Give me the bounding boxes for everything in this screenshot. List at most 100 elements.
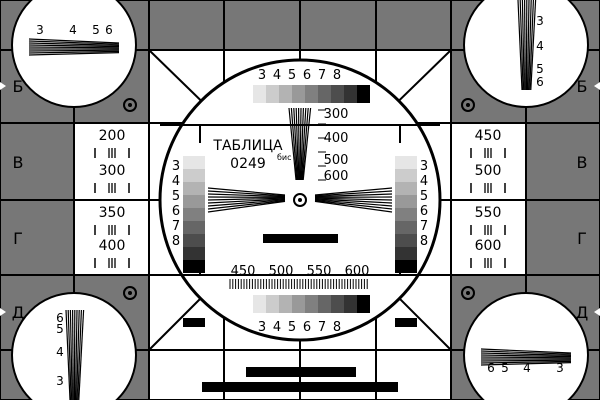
grey-scale-bottom [279, 295, 292, 313]
corner-label-tr: 4 [536, 39, 544, 53]
corner-wedge-line [480, 362, 572, 366]
resolution-label-bottom: 600 [345, 264, 370, 279]
resolution-label-right: 550 [475, 205, 502, 221]
grey-scale-number-right: 8 [420, 234, 428, 249]
corner-wedge-line [521, 0, 525, 91]
grey-scale-number-right: 3 [420, 159, 428, 174]
grey-scale-bottom [292, 295, 305, 313]
corner-wedge-line [530, 0, 537, 91]
corner-wedge-line [28, 49, 120, 52]
grey-scale-number-top: 4 [273, 68, 281, 83]
corner-label-br: 6 [487, 361, 495, 375]
resolution-label-left: 350 [99, 205, 126, 221]
grey-scale-left [183, 156, 205, 169]
chart-title: ТАБЛИЦА [212, 138, 283, 154]
wedge-line-vertical [288, 107, 297, 181]
black-rect-left [183, 318, 205, 327]
corner-wedge-line [77, 309, 82, 400]
corner-wedge-line [72, 309, 74, 400]
grey-scale-top [292, 85, 305, 103]
resolution-label-left: 400 [99, 238, 126, 254]
grey-scale-right [395, 143, 417, 156]
grey-scale-number-bottom: 3 [258, 320, 266, 335]
resolution-label-bottom: 550 [307, 264, 332, 279]
corner-wedge-line [480, 352, 572, 356]
corner-wedge-line [480, 356, 572, 359]
corner-wedge-line [78, 309, 85, 400]
corner-wedge-line [517, 0, 523, 91]
grey-scale-right [395, 234, 417, 247]
corner-label-br: 3 [556, 361, 564, 375]
wedge-line-left [207, 198, 286, 204]
center-target-dot [298, 198, 302, 202]
wedge-line-right [314, 200, 393, 213]
grey-scale-number-bottom: 7 [318, 320, 326, 335]
side-letter-right: Г [577, 229, 587, 248]
corner-wedge-line [28, 46, 120, 49]
grey-scale-top [240, 85, 253, 103]
wedge-label-vertical: 400 [324, 131, 349, 146]
corner-label-bl: 4 [56, 345, 64, 359]
grey-scale-right [395, 156, 417, 169]
wedge-line-right [314, 198, 393, 204]
grey-scale-number-right: 4 [420, 174, 428, 189]
grey-scale-number-left: 5 [172, 189, 180, 204]
grey-scale-right [395, 208, 417, 221]
side-letter-right: В [577, 153, 588, 172]
corner-circle [11, 292, 137, 400]
grey-scale-number-top: 7 [318, 68, 326, 83]
grey-scale-number-bottom: 8 [333, 320, 341, 335]
chart-number-superscript: бис [277, 153, 292, 162]
corner-label-tl: 5 [92, 23, 100, 37]
wedge-line-right [314, 199, 393, 207]
grey-scale-left [183, 260, 205, 273]
grey-scale-top [305, 85, 318, 103]
corner-label-tl: 6 [105, 23, 113, 37]
corner-wedge-line [28, 44, 120, 48]
corner-wedge-line [528, 0, 532, 91]
corner-wedge-line [76, 309, 80, 400]
corner-wedge-line [480, 354, 572, 358]
wedge-label-vertical: 500 [324, 153, 349, 168]
wedge-line-vertical [299, 107, 302, 181]
wedge-line-left [207, 200, 286, 210]
grey-scale-top [279, 85, 292, 103]
side-letter-left: Д [12, 303, 25, 322]
side-letter-left: В [13, 153, 24, 172]
chart-number: 0249 [230, 156, 266, 172]
wedge-line-vertical [298, 107, 300, 181]
target-circle [123, 98, 137, 112]
grey-scale-right [395, 195, 417, 208]
corner-wedge-line [480, 359, 572, 362]
grey-scale-left [183, 208, 205, 221]
corner-circle [463, 292, 589, 400]
resolution-label-right: 450 [475, 128, 502, 144]
corner-wedge-line [480, 350, 572, 355]
grey-scale-bottom [305, 295, 318, 313]
wedge-line-vertical [293, 107, 299, 181]
black-bar-bottom-2 [202, 382, 398, 392]
grey-scale-bottom [357, 295, 370, 313]
grey-scale-bottom [344, 295, 357, 313]
wedge-line-right [314, 197, 393, 201]
grey-scale-number-left: 7 [172, 219, 180, 234]
wedge-line-right [314, 193, 393, 198]
corner-wedge-line [523, 0, 526, 91]
grey-scale-number-top: 6 [303, 68, 311, 83]
side-letter-left: Б [13, 77, 24, 96]
grey-scale-number-right: 6 [420, 204, 428, 219]
grey-scale-bottom [318, 295, 331, 313]
wedge-line-right [314, 187, 393, 196]
resolution-label-right: 600 [475, 238, 502, 254]
grey-scale-left [183, 182, 205, 195]
corner-wedge-line [526, 0, 530, 91]
grey-scale-left [183, 234, 205, 247]
resolution-label-bottom: 500 [269, 264, 294, 279]
corner-wedge-line [28, 40, 120, 45]
grey-scale-number-left: 8 [172, 234, 180, 249]
